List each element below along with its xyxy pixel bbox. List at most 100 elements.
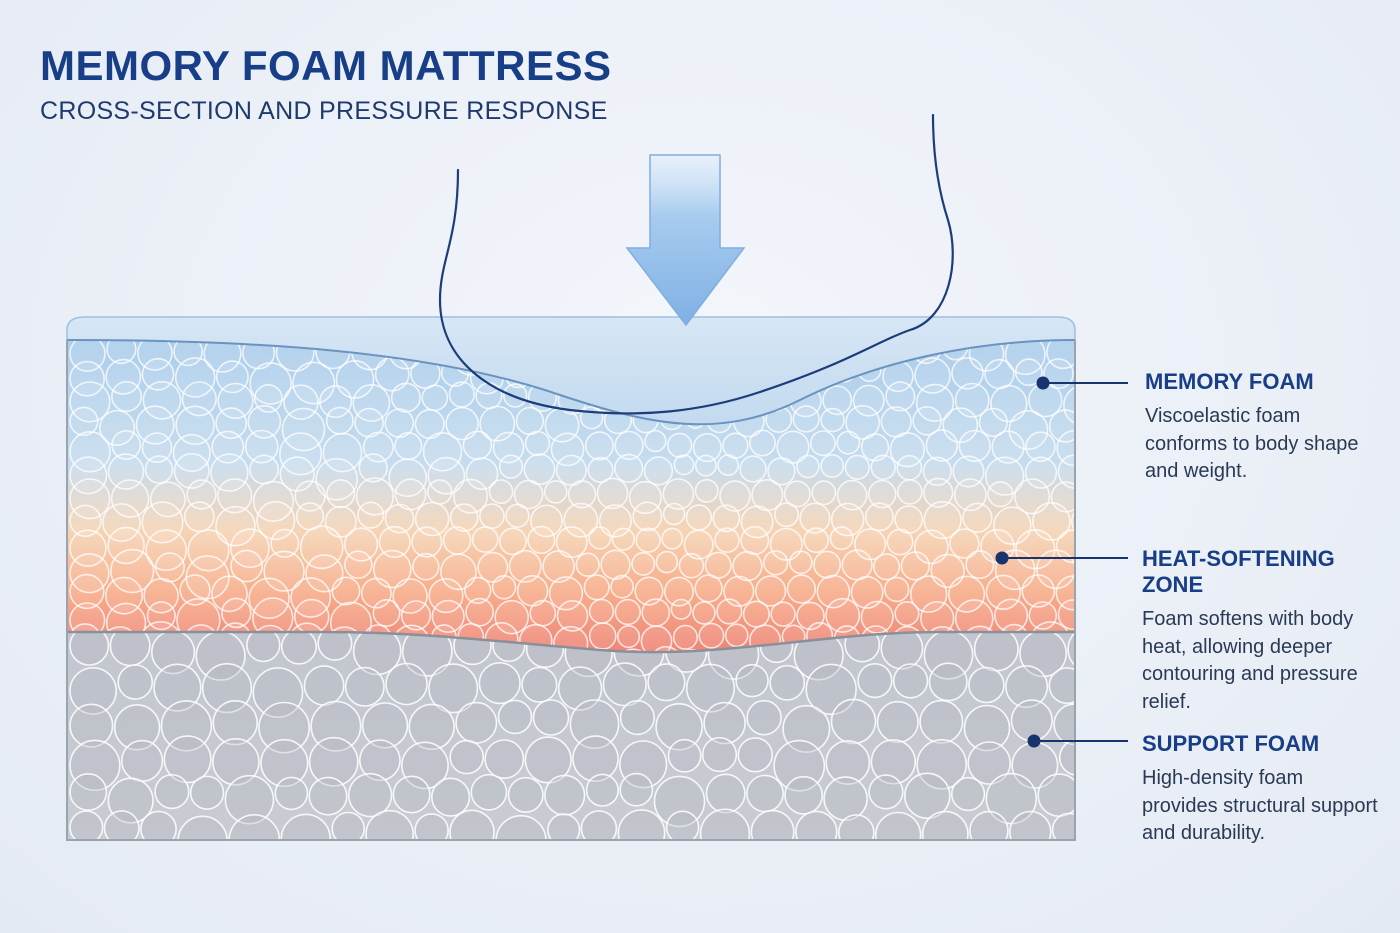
foam-cell <box>411 552 440 581</box>
foam-cell <box>1058 739 1075 776</box>
foam-cell <box>885 381 916 412</box>
foam-cell <box>299 525 344 570</box>
foam-cell <box>491 574 517 600</box>
foam-cell <box>1014 358 1043 387</box>
foam-cell <box>567 480 597 509</box>
foam-cell <box>962 502 993 533</box>
foam-cell <box>69 360 106 397</box>
callout-memory-foam-description: Viscoelastic foam conforms to body shape… <box>1145 405 1359 482</box>
foam-cell <box>886 528 914 556</box>
foam-cell <box>914 357 951 394</box>
foam-cell <box>145 529 188 572</box>
foam-cell <box>1025 431 1056 463</box>
foam-cell <box>69 739 121 791</box>
foam-cell <box>737 737 773 773</box>
foam-cell <box>527 525 556 555</box>
foam-cell <box>497 699 533 735</box>
foam-cell <box>600 549 631 580</box>
foam-cell <box>1063 384 1075 427</box>
foam-cell <box>796 454 820 479</box>
foam-cell <box>868 774 904 810</box>
foam-cell <box>681 648 703 653</box>
foam-cell <box>1005 665 1049 709</box>
foam-cell <box>69 381 111 423</box>
foam-cell <box>583 574 610 601</box>
foam-cell <box>401 632 453 677</box>
foam-cell <box>647 663 686 702</box>
foam-cell <box>543 480 568 504</box>
foam-cell <box>484 739 525 780</box>
foam-cell <box>187 529 230 572</box>
foam-cell <box>746 699 782 736</box>
foam-cell <box>121 739 164 783</box>
foam-cell <box>69 504 102 537</box>
foam-cell <box>965 550 995 580</box>
foam-cell <box>984 358 1015 390</box>
foam-cell <box>478 661 521 705</box>
foam-cell <box>740 525 770 555</box>
foam-cell <box>448 381 475 408</box>
foam-cell <box>811 480 837 506</box>
foam-cell <box>319 385 353 419</box>
foam-cell <box>294 480 326 512</box>
foam-cell <box>449 739 485 775</box>
foam-cell <box>614 598 641 626</box>
foam-cell <box>837 814 875 840</box>
foam-cell <box>1055 575 1075 611</box>
foam-cell <box>666 432 693 458</box>
foam-cell <box>154 773 190 810</box>
foam-cell <box>985 574 1021 610</box>
foam-cell <box>830 698 877 745</box>
callout-heat-zone-description: Foam softens with body heat, allowing de… <box>1142 608 1358 713</box>
foam-cell <box>672 624 699 650</box>
foam-cell <box>922 456 952 486</box>
foam-cell <box>532 699 570 736</box>
foam-cell <box>99 409 136 447</box>
foam-cell <box>632 501 663 532</box>
foam-cell <box>967 741 1012 785</box>
foam-cell <box>141 432 173 464</box>
foam-cell <box>892 663 929 699</box>
foam-cell <box>151 632 196 675</box>
foam-cell <box>308 736 359 787</box>
foam-cell <box>326 479 356 509</box>
foam-cell <box>212 699 258 746</box>
foam-cell <box>357 501 385 529</box>
foam-cell <box>876 700 919 744</box>
foam-cell <box>809 430 836 457</box>
foam-cell <box>140 810 177 840</box>
foam-cell <box>903 772 951 820</box>
foam-cell <box>619 699 656 736</box>
foam-cell <box>378 525 411 559</box>
foam-cell <box>1067 632 1075 673</box>
foam-cell <box>864 502 894 532</box>
foam-cell <box>111 429 142 460</box>
foam-cell <box>662 478 695 511</box>
foam-cell <box>69 810 104 840</box>
foam-cell <box>217 382 254 420</box>
foam-cell <box>703 701 746 745</box>
foam-cell <box>1051 812 1075 840</box>
foam-cell <box>716 598 743 625</box>
callout-heat-softening-zone: HEAT-SOFTENING ZONE Foam softens with bo… <box>1142 546 1397 716</box>
foam-cell <box>201 662 253 714</box>
foam-cell <box>136 340 173 371</box>
foam-cell <box>963 704 1011 752</box>
callout-heat-zone-title: HEAT-SOFTENING ZONE <box>1142 546 1335 597</box>
foam-cell <box>584 431 615 461</box>
foam-cell <box>322 432 363 473</box>
foam-cell <box>494 599 530 635</box>
foam-cell <box>1055 529 1075 564</box>
foam-cell <box>788 550 813 575</box>
foam-cell <box>694 574 723 603</box>
foam-cell <box>822 385 853 416</box>
foam-cell <box>776 430 810 464</box>
foam-cell <box>515 406 545 436</box>
foam-cell <box>641 598 671 628</box>
foam-cell <box>925 429 959 462</box>
foam-cell <box>524 736 572 784</box>
leader-memory-foam <box>1036 376 1128 390</box>
foam-cell <box>987 481 1014 508</box>
foam-cell <box>580 810 618 840</box>
foam-cell <box>921 810 969 840</box>
